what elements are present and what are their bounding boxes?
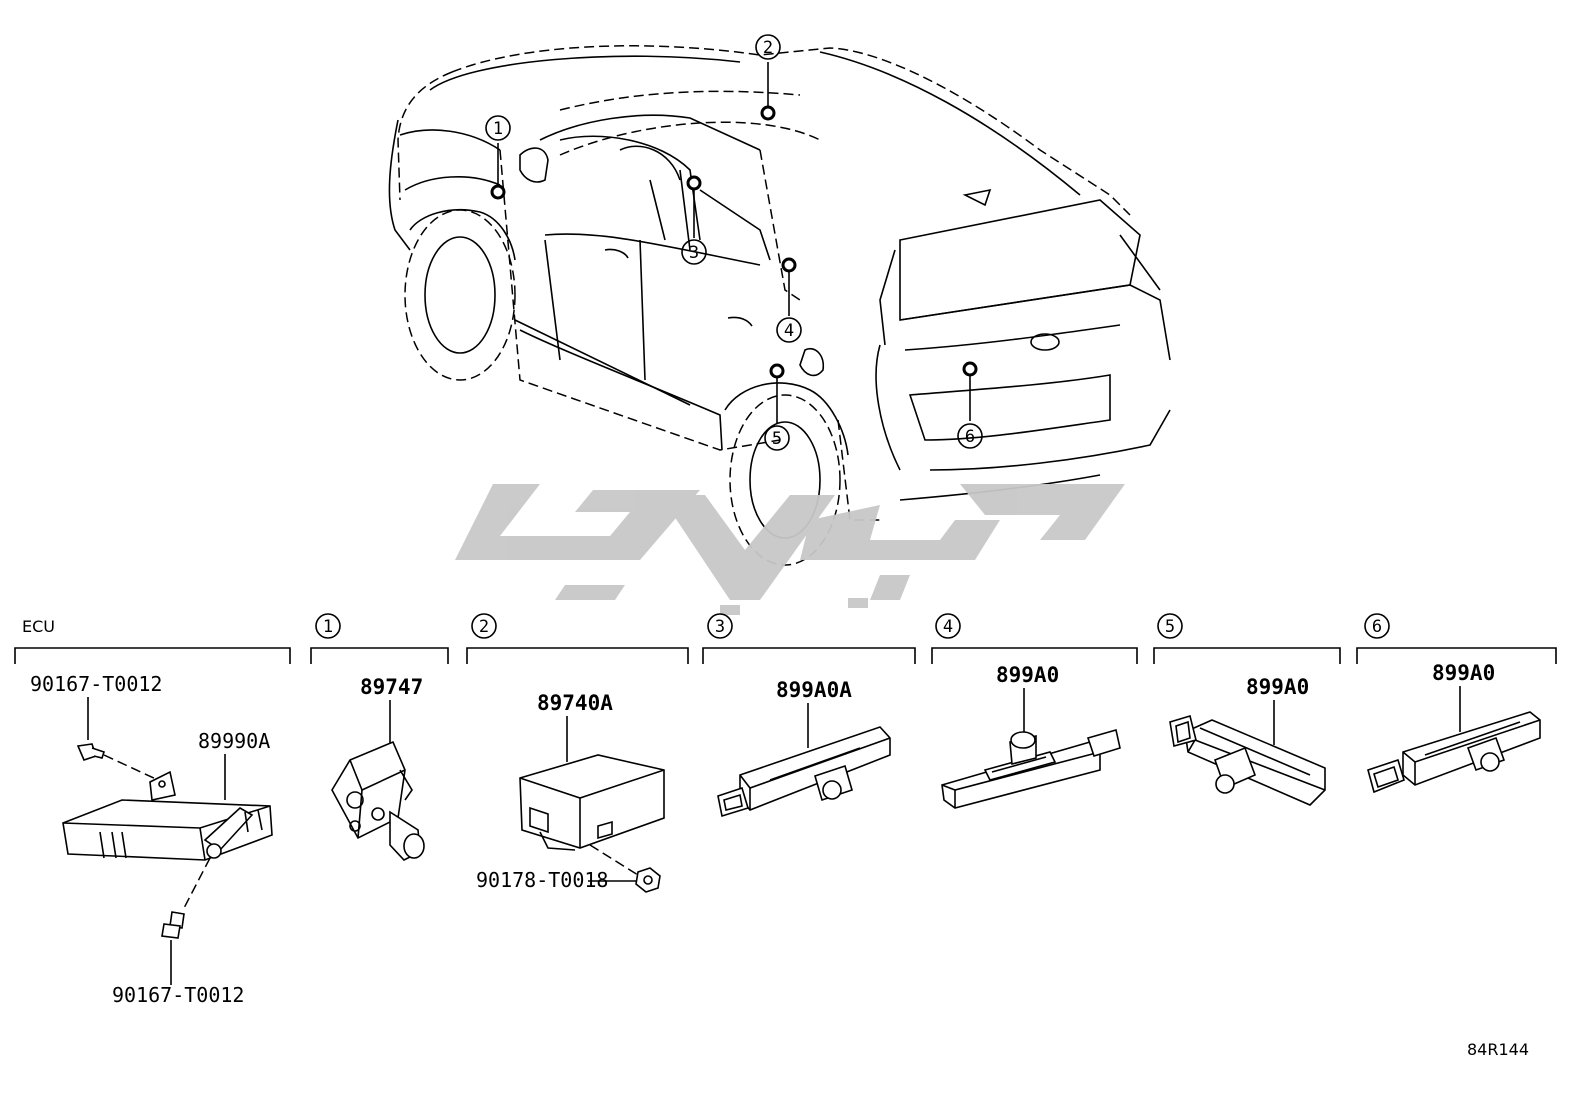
section-2-title: 2 bbox=[479, 617, 489, 637]
section-5-header: 5 bbox=[1153, 613, 1341, 664]
part-90178-T0018-label[interactable]: 90178-T0018 bbox=[476, 868, 608, 892]
section-2-parts: 89740A 90178-T0018 bbox=[476, 691, 665, 893]
bolt-icon bbox=[161, 911, 185, 939]
antenna-899A0-s5-icon bbox=[1169, 714, 1326, 806]
part-899A0-s5-label[interactable]: 899A0 bbox=[1246, 675, 1309, 699]
section-1-parts: 89747 bbox=[331, 675, 425, 861]
part-89747-label[interactable]: 89747 bbox=[360, 675, 423, 699]
callout-4[interactable]: 4 bbox=[776, 257, 802, 343]
antenna-899A0-s6-icon bbox=[1367, 711, 1541, 794]
part-899A0A-label[interactable]: 899A0A bbox=[776, 678, 852, 702]
section-4-header: 4 bbox=[931, 613, 1138, 664]
section-1-header: 1 bbox=[310, 613, 449, 664]
section-headers: ECU 1 2 3 4 5 bbox=[14, 613, 1557, 664]
part-89990A-label[interactable]: 89990A bbox=[198, 729, 270, 753]
section-ecu-parts: 90167-T0012 89990A 90167-T0012 bbox=[30, 672, 273, 1007]
section-2-header: 2 bbox=[466, 613, 689, 664]
vehicle-illustration bbox=[388, 45, 1171, 566]
callout-1[interactable]: 1 bbox=[485, 115, 511, 200]
watermark-logo bbox=[455, 484, 1125, 615]
section-3-title: 3 bbox=[715, 617, 725, 637]
callout-markers: 1 2 3 4 5 bbox=[485, 34, 983, 451]
section-4-title: 4 bbox=[943, 617, 953, 637]
section-ecu-header: ECU bbox=[14, 617, 291, 664]
section-6-header: 6 bbox=[1356, 613, 1557, 664]
section-3-header: 3 bbox=[702, 613, 916, 664]
callout-1-label: 1 bbox=[493, 119, 503, 139]
nut-icon bbox=[635, 867, 661, 893]
callout-5-label: 5 bbox=[772, 429, 782, 449]
section-3-parts: 899A0A bbox=[717, 678, 891, 818]
section-6-title: 6 bbox=[1372, 617, 1382, 637]
section-6-parts: 899A0 bbox=[1367, 661, 1541, 794]
module-89740A-icon bbox=[519, 754, 665, 851]
callout-2-label: 2 bbox=[763, 38, 773, 58]
callout-3[interactable]: 3 bbox=[681, 175, 707, 265]
part-90167-T0012-bottom-label[interactable]: 90167-T0012 bbox=[112, 983, 244, 1007]
callout-5[interactable]: 5 bbox=[764, 363, 790, 451]
part-89740A-label[interactable]: 89740A bbox=[537, 691, 613, 715]
antenna-899A0A-icon bbox=[717, 726, 891, 818]
section-ecu-title: ECU bbox=[22, 617, 55, 636]
section-1-title: 1 bbox=[323, 617, 333, 637]
bolt-icon bbox=[76, 743, 106, 761]
diagram-code: 84R144 bbox=[1467, 1040, 1529, 1059]
callout-3-label: 3 bbox=[689, 243, 699, 263]
callout-6[interactable]: 6 bbox=[957, 361, 983, 449]
section-5-title: 5 bbox=[1165, 617, 1175, 637]
callout-6-label: 6 bbox=[965, 427, 975, 447]
part-899A0-s6-label[interactable]: 899A0 bbox=[1432, 661, 1495, 685]
ecu-module-icon bbox=[62, 770, 273, 861]
part-899A0-s4-label[interactable]: 899A0 bbox=[996, 663, 1059, 687]
callout-2[interactable]: 2 bbox=[755, 34, 781, 121]
antenna-899A0-s4-icon bbox=[941, 728, 1121, 809]
part-90167-T0012-top-label[interactable]: 90167-T0012 bbox=[30, 672, 162, 696]
section-4-parts: 899A0 bbox=[941, 663, 1121, 809]
callout-4-label: 4 bbox=[784, 321, 794, 341]
section-5-parts: 899A0 bbox=[1169, 675, 1326, 806]
sensor-89747-icon bbox=[331, 740, 425, 861]
